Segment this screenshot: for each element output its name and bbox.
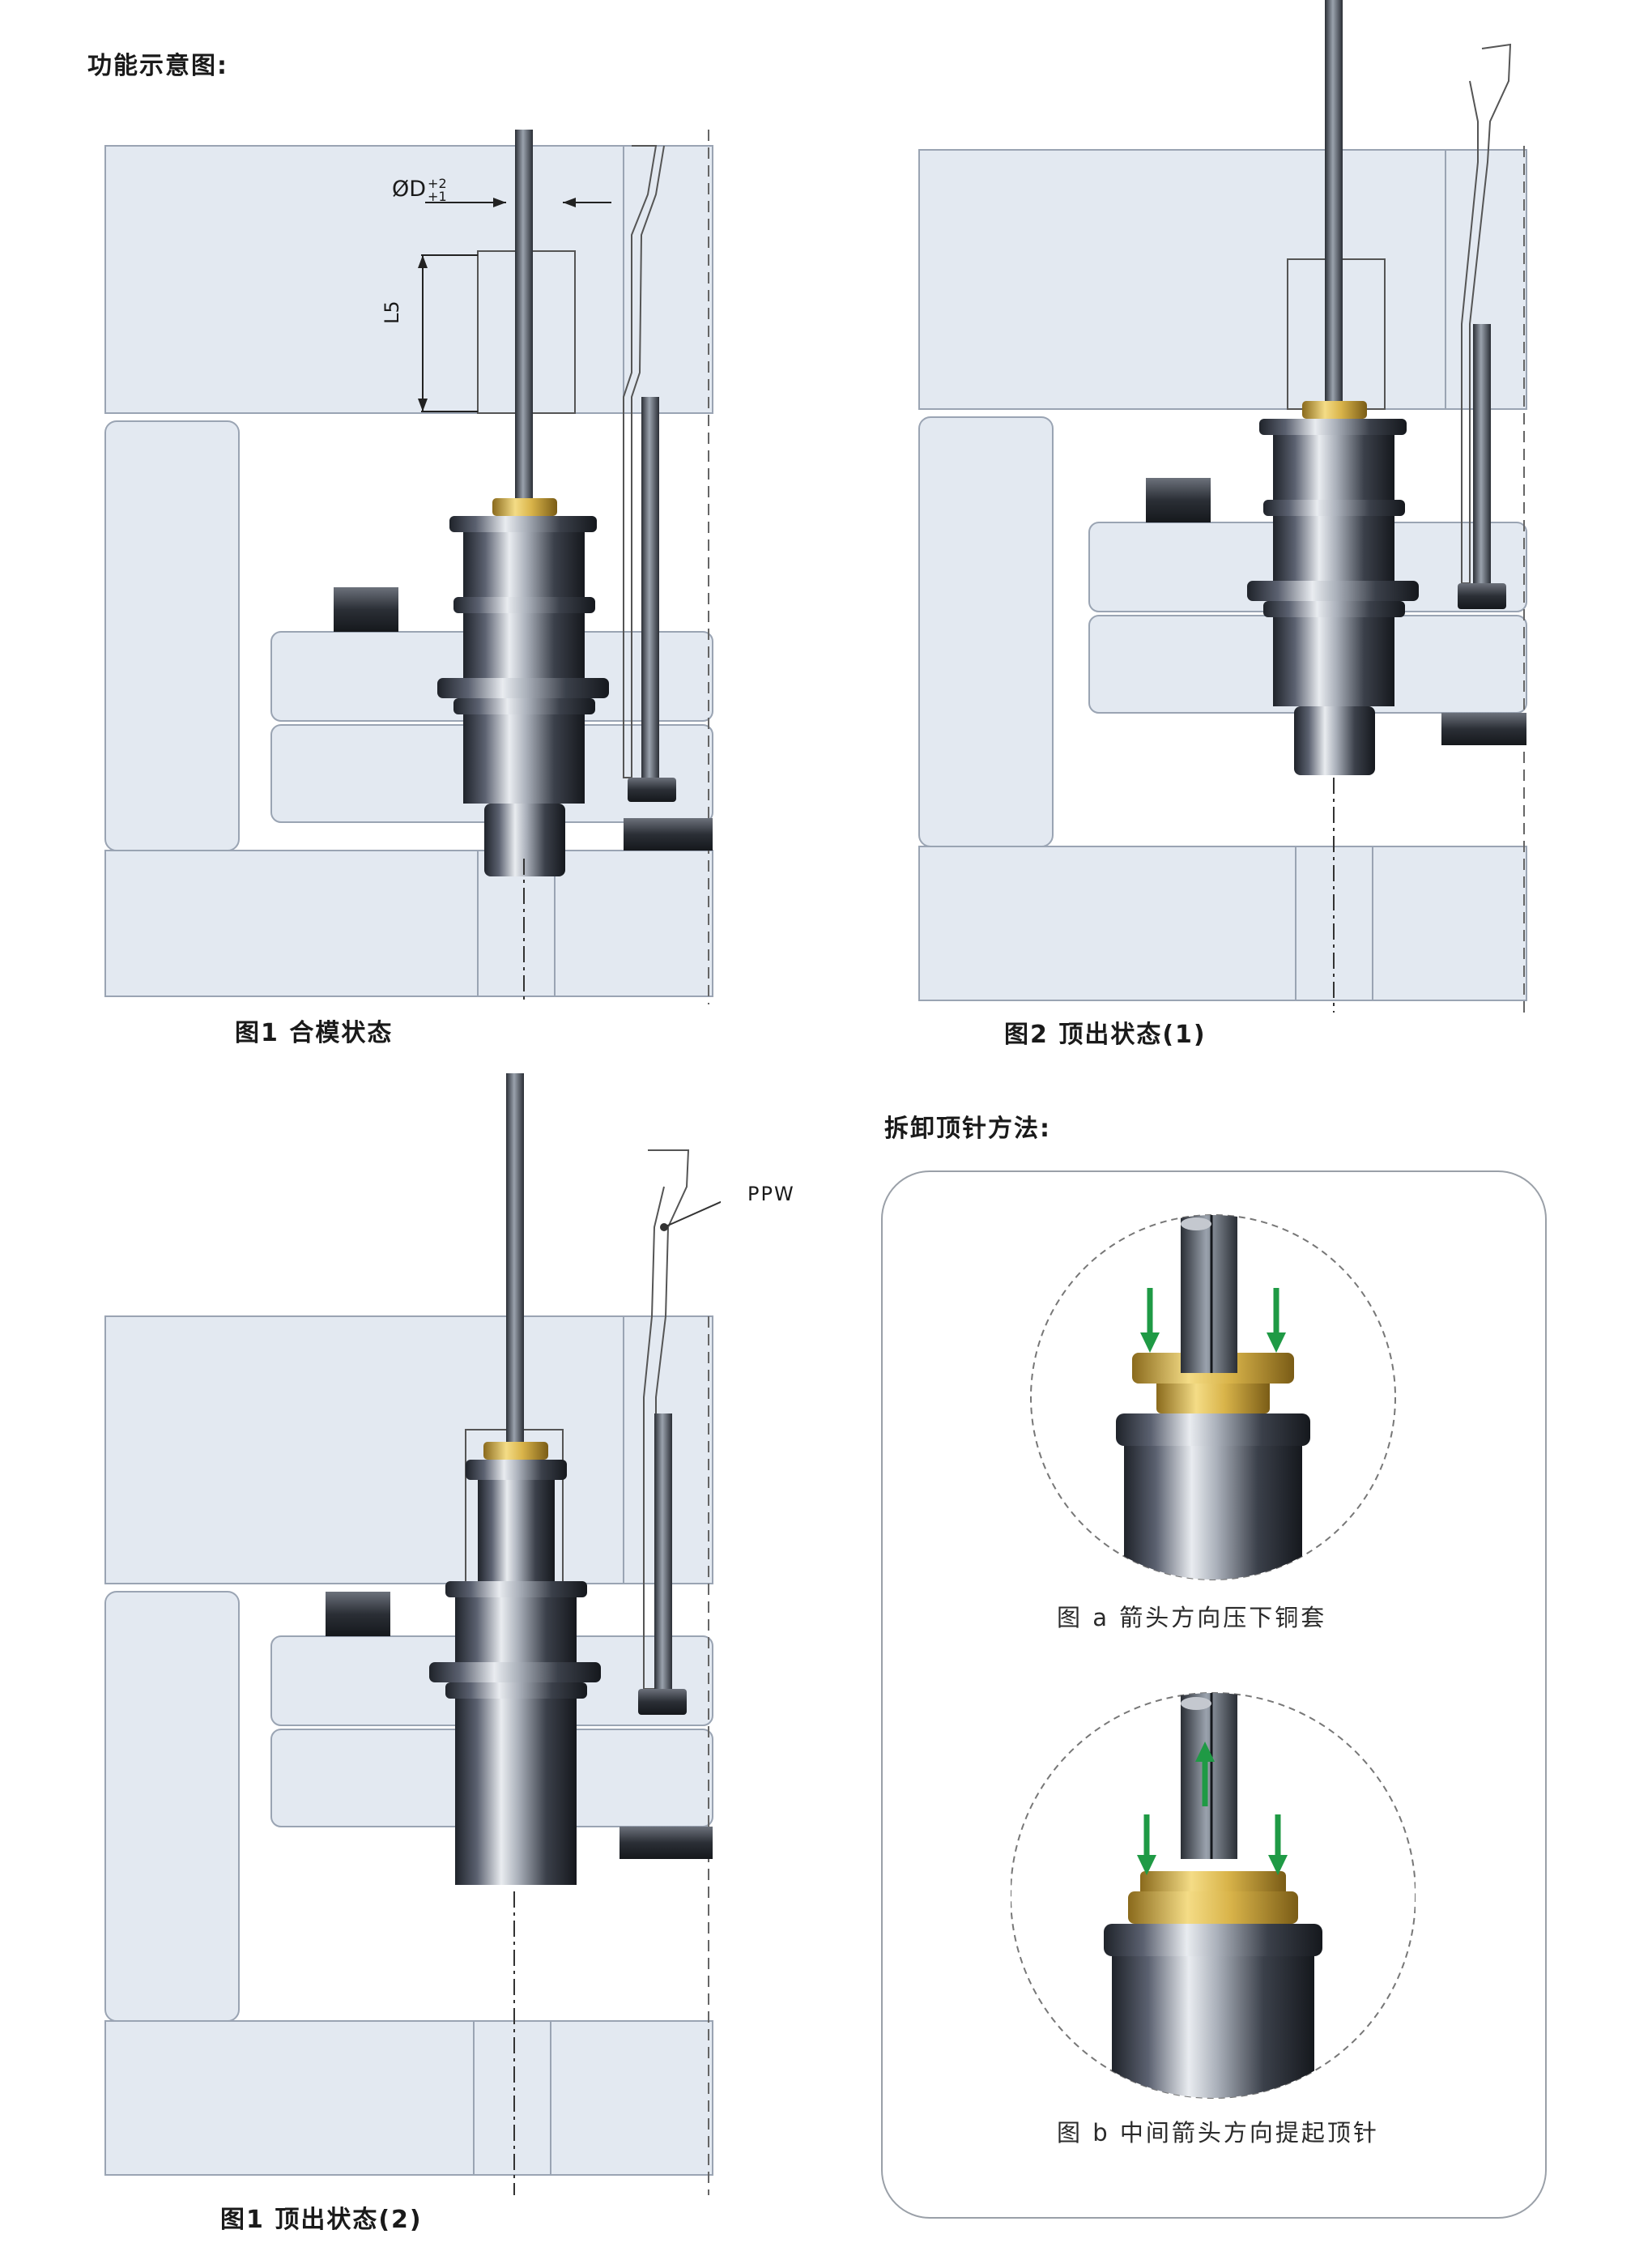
down-arrow-icon <box>1137 1814 1288 1875</box>
figure-a-press-sleeve <box>1030 1214 1396 1580</box>
tolerance-lower: +1 <box>428 188 447 204</box>
figure-b-lift-pin <box>1011 1692 1416 2099</box>
down-arrow-icon <box>1140 1288 1286 1353</box>
page-heading: 功能示意图: <box>87 52 228 80</box>
figure-2-caption: 图2 顶出状态(1) <box>1004 1021 1207 1049</box>
top-plate <box>104 145 713 414</box>
stop-block-right <box>624 818 713 851</box>
figure-3-eject-state-2 <box>104 1073 721 2195</box>
up-arrow-icon <box>1195 1742 1215 1806</box>
dimension-d-label: ØD <box>392 177 427 202</box>
label-ppw: PPW <box>747 1183 795 1205</box>
removal-panel <box>881 1170 1547 2219</box>
tolerance-upper: +2 <box>428 175 447 191</box>
figure-1-closed-mold <box>104 130 713 1004</box>
removal-heading: 拆卸顶针方法: <box>884 1115 1051 1143</box>
figure-3-caption: 图1 顶出状态(2) <box>220 2206 423 2234</box>
ejector-pin <box>515 130 533 510</box>
figure-2-eject-state-1 <box>918 0 1527 1013</box>
bottom-plate <box>104 850 713 997</box>
figure-b-caption: 图 b 中间箭头方向提起顶针 <box>1057 2119 1379 2147</box>
figure-a-caption: 图 a 箭头方向压下铜套 <box>1057 1604 1327 1631</box>
dimension-length: L5 <box>381 301 403 324</box>
left-support <box>104 420 240 851</box>
figure-1-caption: 图1 合模状态 <box>235 1019 394 1047</box>
stop-block <box>334 587 398 632</box>
brass-sleeve <box>492 498 557 516</box>
dimension-diameter: ØD+2+1 <box>392 177 447 203</box>
